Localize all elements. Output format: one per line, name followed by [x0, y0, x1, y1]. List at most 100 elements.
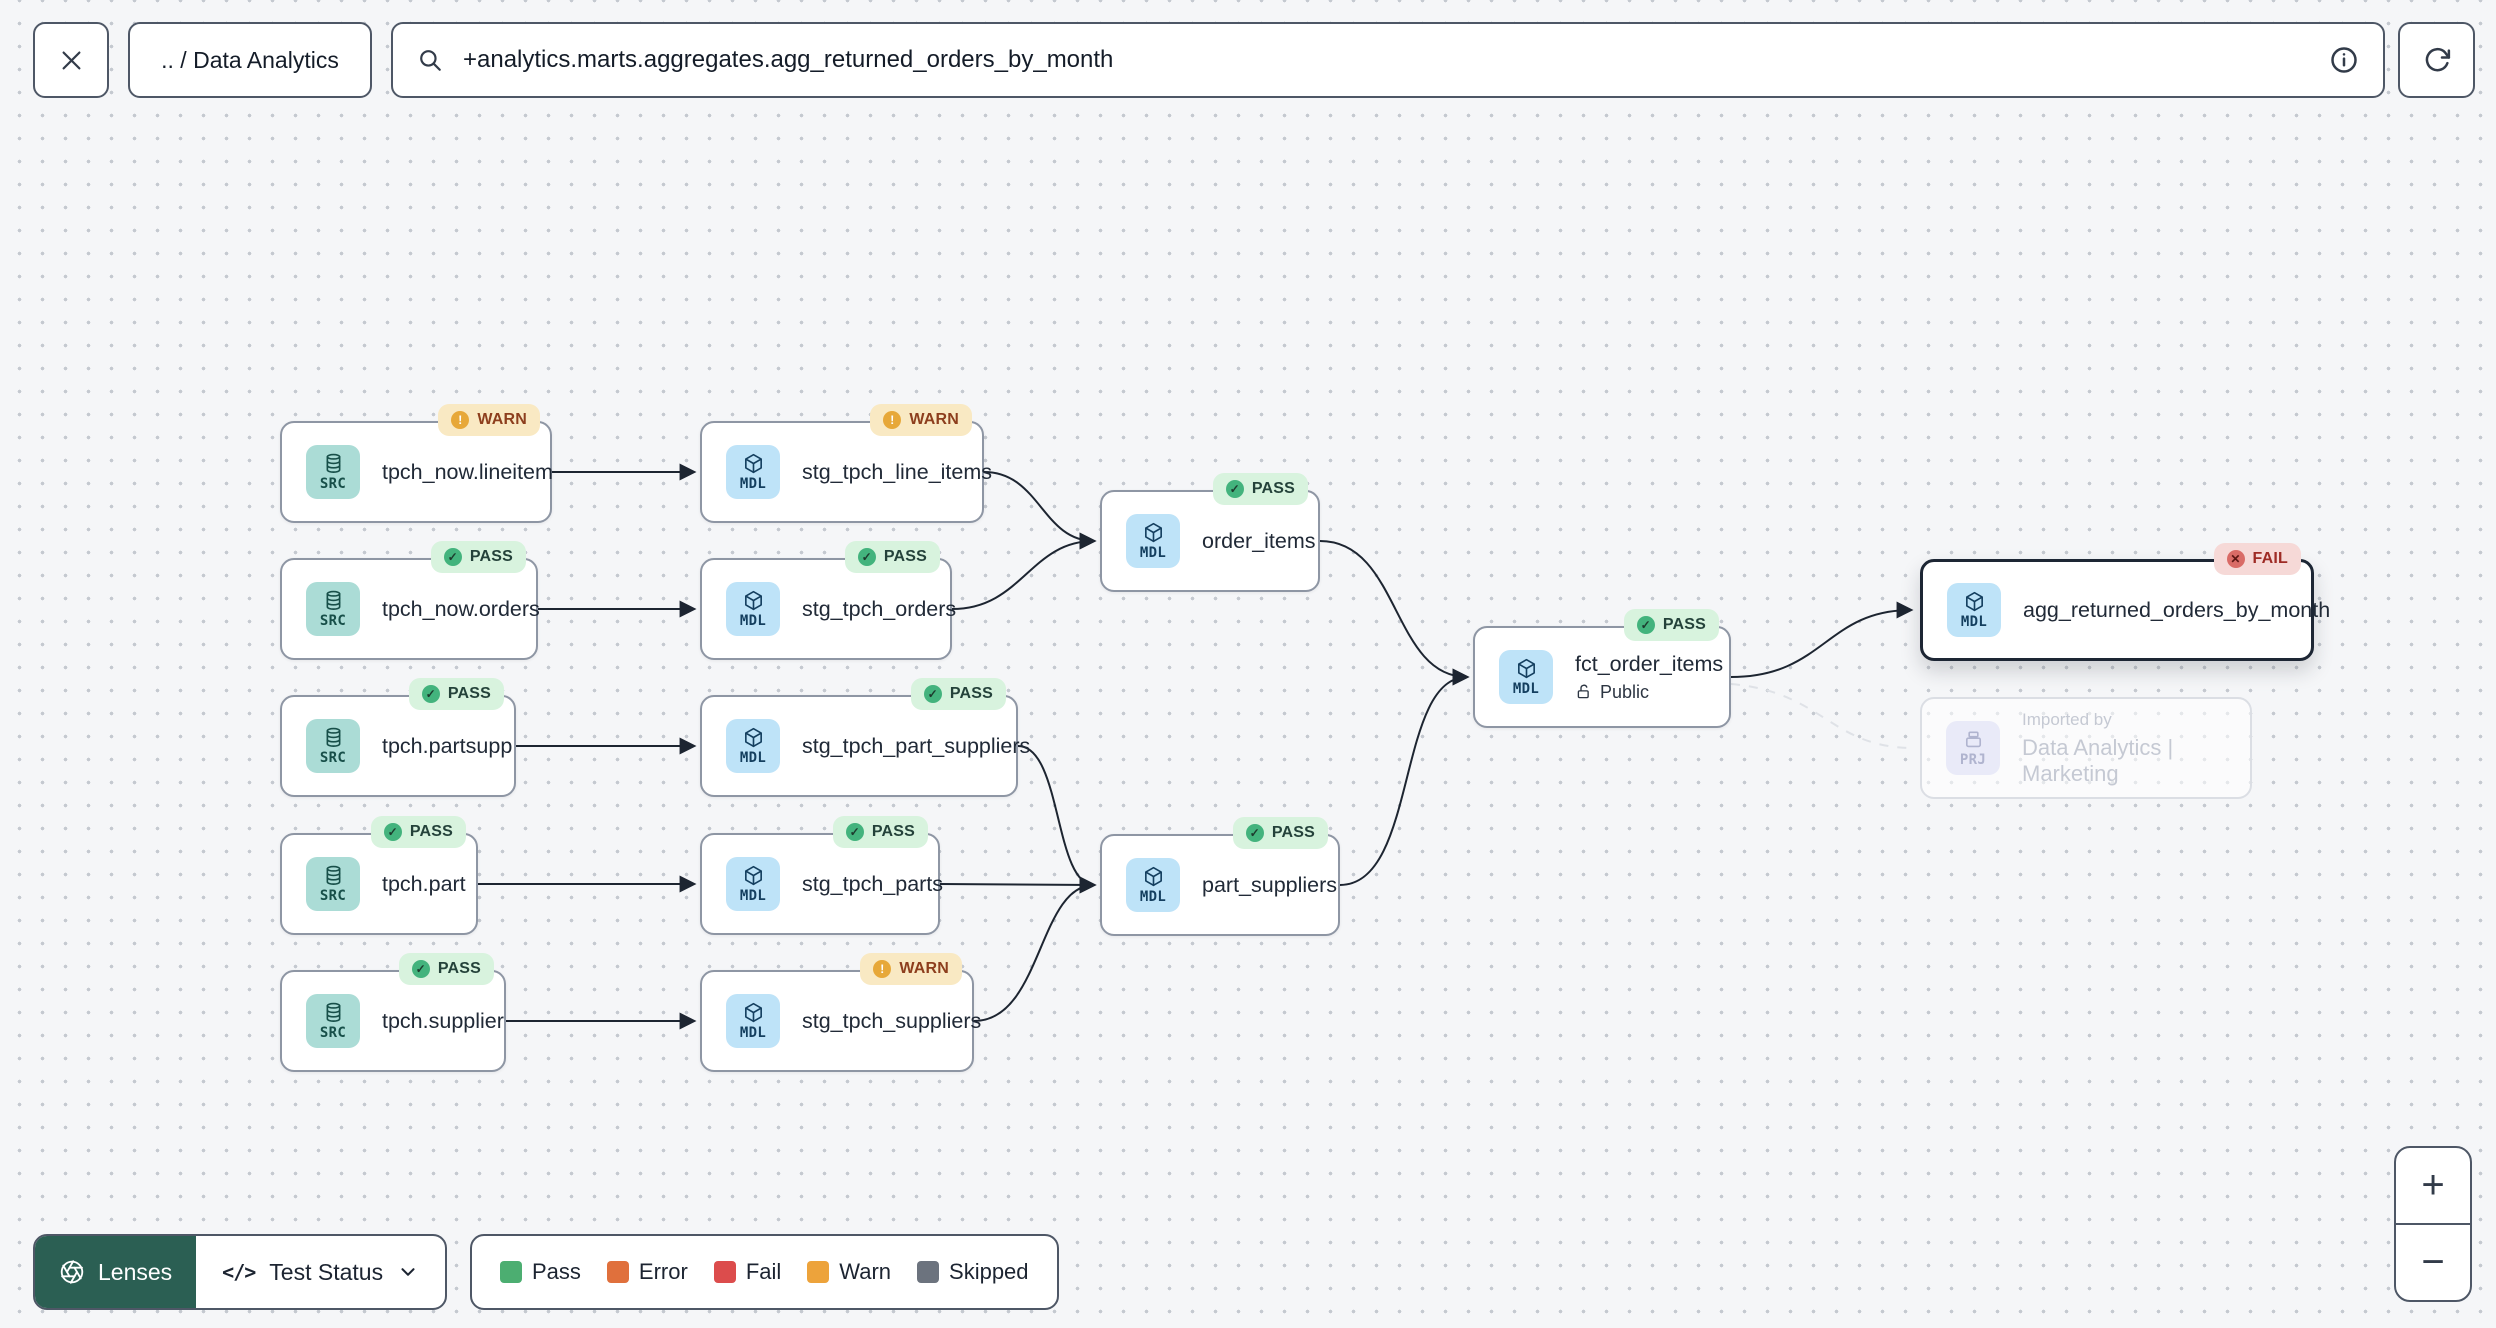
breadcrumb[interactable]: .. / Data Analytics — [128, 22, 372, 98]
check-icon: ✓ — [845, 823, 864, 841]
check-icon: ✓ — [1636, 616, 1655, 634]
node-fct_order_items[interactable]: ✓PASS MDL fct_order_items Public — [1473, 609, 1731, 728]
node-tpch_now-lineitem[interactable]: !WARN SRC tpch_now.lineitem — [280, 404, 553, 523]
status-badge: ✓PASS — [1212, 473, 1308, 505]
check-icon: ✓ — [421, 685, 440, 703]
info-icon[interactable] — [2329, 45, 2359, 75]
legend-item-skipped: Skipped — [917, 1259, 1029, 1285]
status-badge: ✓PASS — [370, 816, 466, 848]
status-badge: ✓PASS — [832, 816, 928, 848]
status-badge: ✓PASS — [1623, 609, 1719, 641]
cube-icon — [1517, 658, 1535, 679]
node-tpch-partsupp[interactable]: ✓PASS SRC tpch.partsupp — [280, 678, 516, 797]
lens-control: Lenses </> Test Status — [33, 1234, 448, 1310]
lens-selector[interactable]: </> Test Status — [196, 1236, 445, 1308]
node-label: part_suppliers — [1202, 872, 1338, 897]
zoom-out-button[interactable]: − — [2396, 1223, 2470, 1300]
code-icon: </> — [222, 1260, 256, 1284]
breadcrumb-label: .. / Data Analytics — [161, 46, 339, 73]
cube-icon — [1144, 866, 1162, 887]
node-stg_tpch_line_items[interactable]: !WARN MDL stg_tpch_line_items — [700, 404, 992, 523]
model-type-icon: MDL — [726, 857, 780, 911]
node-label: stg_tpch_line_items — [802, 459, 993, 484]
node-order_items[interactable]: ✓PASS MDL order_items — [1100, 473, 1320, 592]
database-icon — [326, 453, 340, 473]
node-stg_tpch_part_suppliers[interactable]: ✓PASS MDL stg_tpch_part_suppliers — [700, 678, 1030, 797]
model-type-icon: MDL — [726, 445, 780, 499]
status-badge: !WARN — [438, 404, 540, 436]
check-icon: ✓ — [443, 548, 462, 566]
status-badge: ✓PASS — [844, 541, 940, 573]
cube-icon — [1144, 522, 1162, 543]
check-icon: ✓ — [1245, 824, 1264, 842]
node-label: tpch.partsupp — [382, 733, 513, 758]
node-tpch_now-orders[interactable]: ✓PASS SRC tpch_now.orders — [280, 541, 540, 660]
cube-icon — [744, 590, 762, 611]
aperture-icon — [60, 1260, 84, 1284]
close-icon — [62, 51, 80, 69]
check-icon: ✓ — [383, 823, 402, 841]
node-label: order_items — [1202, 528, 1316, 553]
cube-icon — [744, 453, 762, 474]
status-badge: ✓PASS — [408, 678, 504, 710]
node-agg_returned_orders_by_month[interactable]: ✕FAIL MDL agg_returned_orders_by_month — [1920, 543, 2330, 661]
model-type-icon: MDL — [1947, 583, 2001, 637]
node-part_suppliers[interactable]: ✓PASS MDL part_suppliers — [1100, 817, 1340, 936]
source-type-icon: SRC — [306, 994, 360, 1048]
lock-open-icon — [1577, 684, 1589, 699]
imported-by-project: Data Analytics | Marketing — [2022, 734, 2174, 786]
lenses-button[interactable]: Lenses — [35, 1236, 197, 1308]
database-icon — [326, 727, 340, 747]
access-level: Public — [1575, 682, 1723, 703]
zoom-in-button[interactable]: + — [2421, 1163, 2445, 1207]
zoom-controls: + − — [2394, 1146, 2472, 1302]
node-label: tpch_now.orders — [382, 596, 540, 621]
source-type-icon: SRC — [306, 445, 360, 499]
cube-icon — [744, 1002, 762, 1023]
cube-icon — [1965, 591, 1983, 612]
cube-icon — [744, 865, 762, 886]
node-imported-by-marketing[interactable]: PRJ Imported by Data Analytics | Marketi… — [1920, 697, 2252, 799]
chevron-down-icon — [401, 1268, 415, 1276]
warn-icon: ! — [873, 960, 892, 978]
check-icon: ✓ — [1225, 480, 1244, 498]
database-icon — [326, 1002, 340, 1022]
model-type-icon: MDL — [726, 582, 780, 636]
node-label: tpch.part — [382, 871, 466, 896]
status-badge: !WARN — [860, 953, 962, 985]
project-icon — [1965, 731, 1981, 748]
refresh-button[interactable] — [2398, 22, 2475, 98]
warn-swatch — [807, 1261, 830, 1283]
node-label: tpch_now.lineitem — [382, 459, 553, 484]
skipped-swatch — [917, 1261, 940, 1283]
check-icon: ✓ — [411, 960, 430, 978]
legend-item-pass: Pass — [500, 1259, 581, 1285]
check-icon: ✓ — [857, 548, 876, 566]
node-tpch-supplier[interactable]: ✓PASS SRC tpch.supplier — [280, 953, 506, 1072]
node-stg_tpch_parts[interactable]: ✓PASS MDL stg_tpch_parts — [700, 816, 943, 935]
model-type-icon: MDL — [1126, 514, 1180, 568]
status-badge: !WARN — [870, 404, 972, 436]
node-label: stg_tpch_suppliers — [802, 1008, 982, 1033]
close-button[interactable] — [33, 22, 109, 98]
node-label: stg_tpch_part_suppliers — [802, 733, 1031, 758]
project-type-icon: PRJ — [1946, 721, 2000, 775]
node-label: tpch.supplier — [382, 1008, 504, 1033]
check-icon: ✓ — [923, 685, 942, 703]
legend-item-error: Error — [606, 1259, 688, 1285]
status-badge: ✕FAIL — [2213, 543, 2301, 575]
search-input[interactable] — [461, 45, 2311, 75]
test-status-legend: Pass Error Fail Warn Skipped — [470, 1234, 1059, 1310]
fail-icon: ✕ — [2226, 550, 2245, 568]
legend-item-fail: Fail — [713, 1259, 781, 1285]
lenses-label: Lenses — [98, 1258, 173, 1285]
node-stg_tpch_suppliers[interactable]: !WARN MDL stg_tpch_suppliers — [700, 953, 981, 1072]
model-type-icon: MDL — [1499, 650, 1553, 704]
fail-swatch — [713, 1261, 736, 1283]
node-stg_tpch_orders[interactable]: ✓PASS MDL stg_tpch_orders — [700, 541, 956, 660]
node-tpch-part[interactable]: ✓PASS SRC tpch.part — [280, 816, 478, 935]
status-badge: ✓PASS — [398, 953, 494, 985]
cube-icon — [744, 727, 762, 748]
warn-icon: ! — [883, 411, 902, 429]
